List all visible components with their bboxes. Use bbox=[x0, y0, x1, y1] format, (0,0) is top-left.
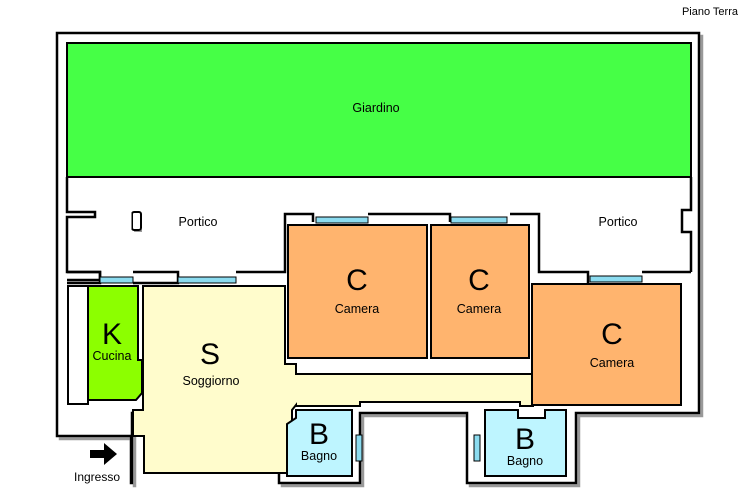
letter-bathroom-1: B bbox=[309, 418, 329, 451]
label-portico-left: Portico bbox=[179, 215, 218, 229]
window bbox=[473, 434, 481, 462]
window bbox=[450, 216, 508, 224]
room-garden[interactable] bbox=[66, 42, 692, 178]
room-bathroom-2[interactable] bbox=[484, 409, 567, 477]
letter-bathroom-2: B bbox=[515, 423, 535, 456]
label-bedroom-1: Camera bbox=[335, 302, 380, 316]
window bbox=[355, 434, 363, 462]
label-entrance: Ingresso bbox=[74, 470, 120, 484]
window bbox=[589, 275, 643, 283]
letter-living: S bbox=[200, 338, 220, 371]
label-living: Soggiorno bbox=[183, 374, 240, 388]
letter-bedroom-3: C bbox=[601, 318, 623, 351]
letter-kitchen: K bbox=[102, 318, 122, 351]
portico-wall-right bbox=[680, 177, 693, 272]
window bbox=[177, 276, 237, 284]
arrow-right-icon bbox=[90, 443, 117, 465]
label-bathroom-1: Bagno bbox=[301, 449, 337, 463]
label-garden: Giardino bbox=[352, 101, 399, 115]
pillar bbox=[131, 211, 142, 231]
room-living[interactable] bbox=[132, 285, 534, 474]
label-bedroom-3: Camera bbox=[590, 356, 635, 370]
letter-bedroom-1: C bbox=[346, 264, 368, 297]
label-bathroom-2: Bagno bbox=[507, 454, 543, 468]
window bbox=[315, 216, 369, 224]
room-bedroom-1[interactable] bbox=[287, 224, 428, 359]
label-kitchen: Cucina bbox=[93, 349, 132, 363]
label-bedroom-2: Camera bbox=[457, 302, 502, 316]
room-bathroom-1[interactable] bbox=[286, 409, 353, 477]
room-bedroom-2[interactable] bbox=[430, 224, 530, 359]
floor-title: Piano Terra bbox=[681, 6, 738, 18]
closet bbox=[67, 285, 89, 405]
label-portico-right: Portico bbox=[599, 215, 638, 229]
letter-bedroom-2: C bbox=[468, 264, 490, 297]
window bbox=[99, 276, 134, 284]
room-bedroom-3[interactable] bbox=[531, 283, 682, 406]
